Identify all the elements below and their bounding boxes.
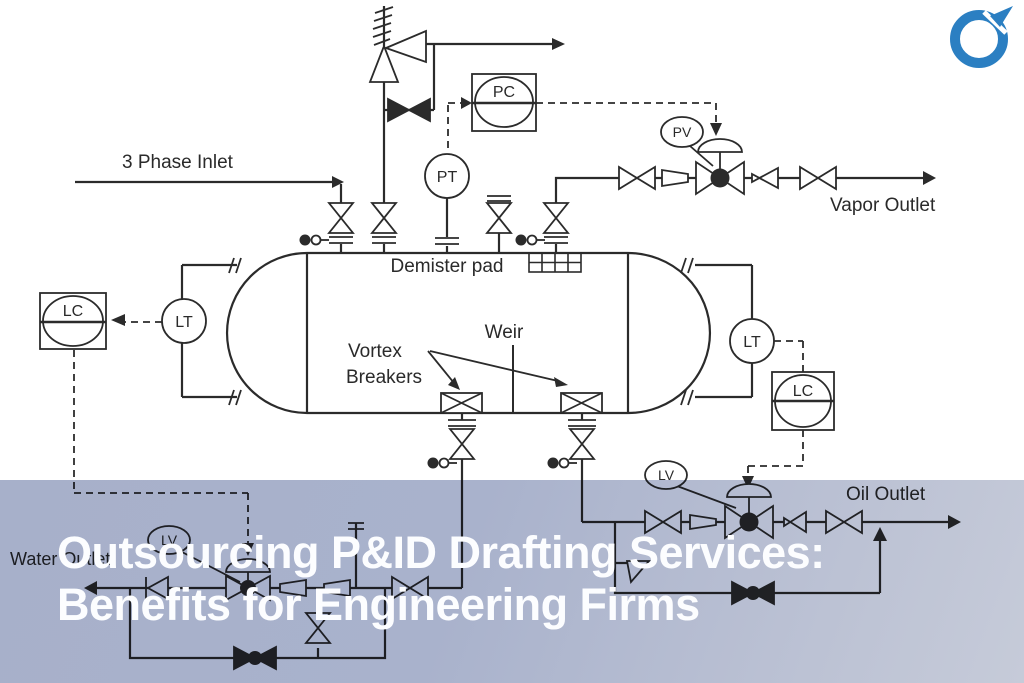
- svg-text:LC: LC: [63, 303, 83, 320]
- instrument-pt: PT: [424, 153, 470, 199]
- pv-control-valve-icon: [695, 138, 745, 196]
- gate-valve-icon: [618, 166, 656, 190]
- pt-to-pc-signal: [447, 102, 461, 148]
- label-vortex-1: Vortex: [348, 341, 402, 362]
- banner-title-line2: Benefits for Engineering Firms: [57, 579, 700, 630]
- svg-text:LV: LV: [658, 467, 675, 483]
- instrument-lc-right: LC: [771, 371, 835, 431]
- banner-overlay: [0, 480, 1024, 683]
- banner-title: Outsourcing P&ID Drafting Services: Bene…: [57, 527, 1017, 631]
- label-vapor-outlet: Vapor Outlet: [830, 195, 936, 216]
- spare-valve-icon: [486, 202, 512, 234]
- instrument-pv: PV: [660, 116, 714, 167]
- relief-arrow: [552, 38, 565, 50]
- instrument-lc-left: LC: [39, 292, 107, 350]
- relief-riser-pipe: [382, 6, 552, 253]
- banner-title-line1: Outsourcing P&ID Drafting Services:: [57, 527, 825, 578]
- inlet-pipe: [75, 180, 343, 253]
- inlet-valve-icon: [328, 202, 354, 234]
- svg-text:PV: PV: [673, 124, 692, 140]
- ring-logo: [950, 6, 1013, 68]
- signal-arrow-pv: [710, 123, 722, 136]
- demister-grid-icon: [528, 252, 582, 273]
- instrument-lt-right: LT: [729, 318, 775, 364]
- gate-valve-icon: [799, 166, 837, 190]
- vortex-leader-arrow: [448, 377, 460, 390]
- reducer-icon: [661, 168, 689, 188]
- vortex-breaker-icon: [440, 392, 603, 414]
- instrument-bubbles: PC PT PV LT LC LT LC: [39, 73, 835, 583]
- vapor-outlet-arrow: [923, 171, 936, 185]
- vapor-pipe: [554, 176, 923, 253]
- vapor-block-valve-icon: [543, 202, 569, 234]
- inlet-arrow: [332, 176, 344, 188]
- vessel-shell: [225, 251, 712, 415]
- svg-text:PT: PT: [437, 169, 458, 186]
- psv-bypass-valve-icon: [387, 98, 431, 122]
- ltr-to-lcr-signal: [774, 340, 804, 372]
- lcr-to-lvo-signal: [747, 430, 804, 476]
- car-seal-icon: [298, 233, 330, 247]
- oil-drain-valve-icon: [569, 428, 595, 460]
- svg-text:PC: PC: [493, 84, 515, 101]
- pc-to-pv-signal: [536, 102, 717, 123]
- signal-arrow-pc: [461, 97, 472, 109]
- instrument-pc: PC: [471, 73, 537, 132]
- instrument-lt-left: LT: [161, 298, 207, 344]
- separator-vessel: [225, 251, 712, 415]
- expander-icon: [751, 166, 779, 190]
- svg-text:LC: LC: [793, 383, 813, 400]
- label-vortex-2: Breakers: [346, 367, 422, 388]
- signal-arrow-lcl: [111, 314, 125, 326]
- relief-riser-valve-icon: [371, 202, 397, 234]
- vortex-leader-lines: [427, 350, 559, 384]
- svg-text:LT: LT: [743, 334, 761, 351]
- label-demister: Demister pad: [391, 256, 504, 277]
- vessel-nozzle-flanges: [228, 257, 694, 406]
- relief-valve-icon: [368, 6, 427, 83]
- water-drain-valve-icon: [449, 428, 475, 460]
- label-inlet: 3 Phase Inlet: [122, 152, 234, 173]
- label-weir: Weir: [485, 322, 524, 343]
- svg-text:LT: LT: [175, 314, 193, 331]
- car-seal-icon: [514, 233, 546, 247]
- vortex-leader-arrow: [554, 377, 568, 387]
